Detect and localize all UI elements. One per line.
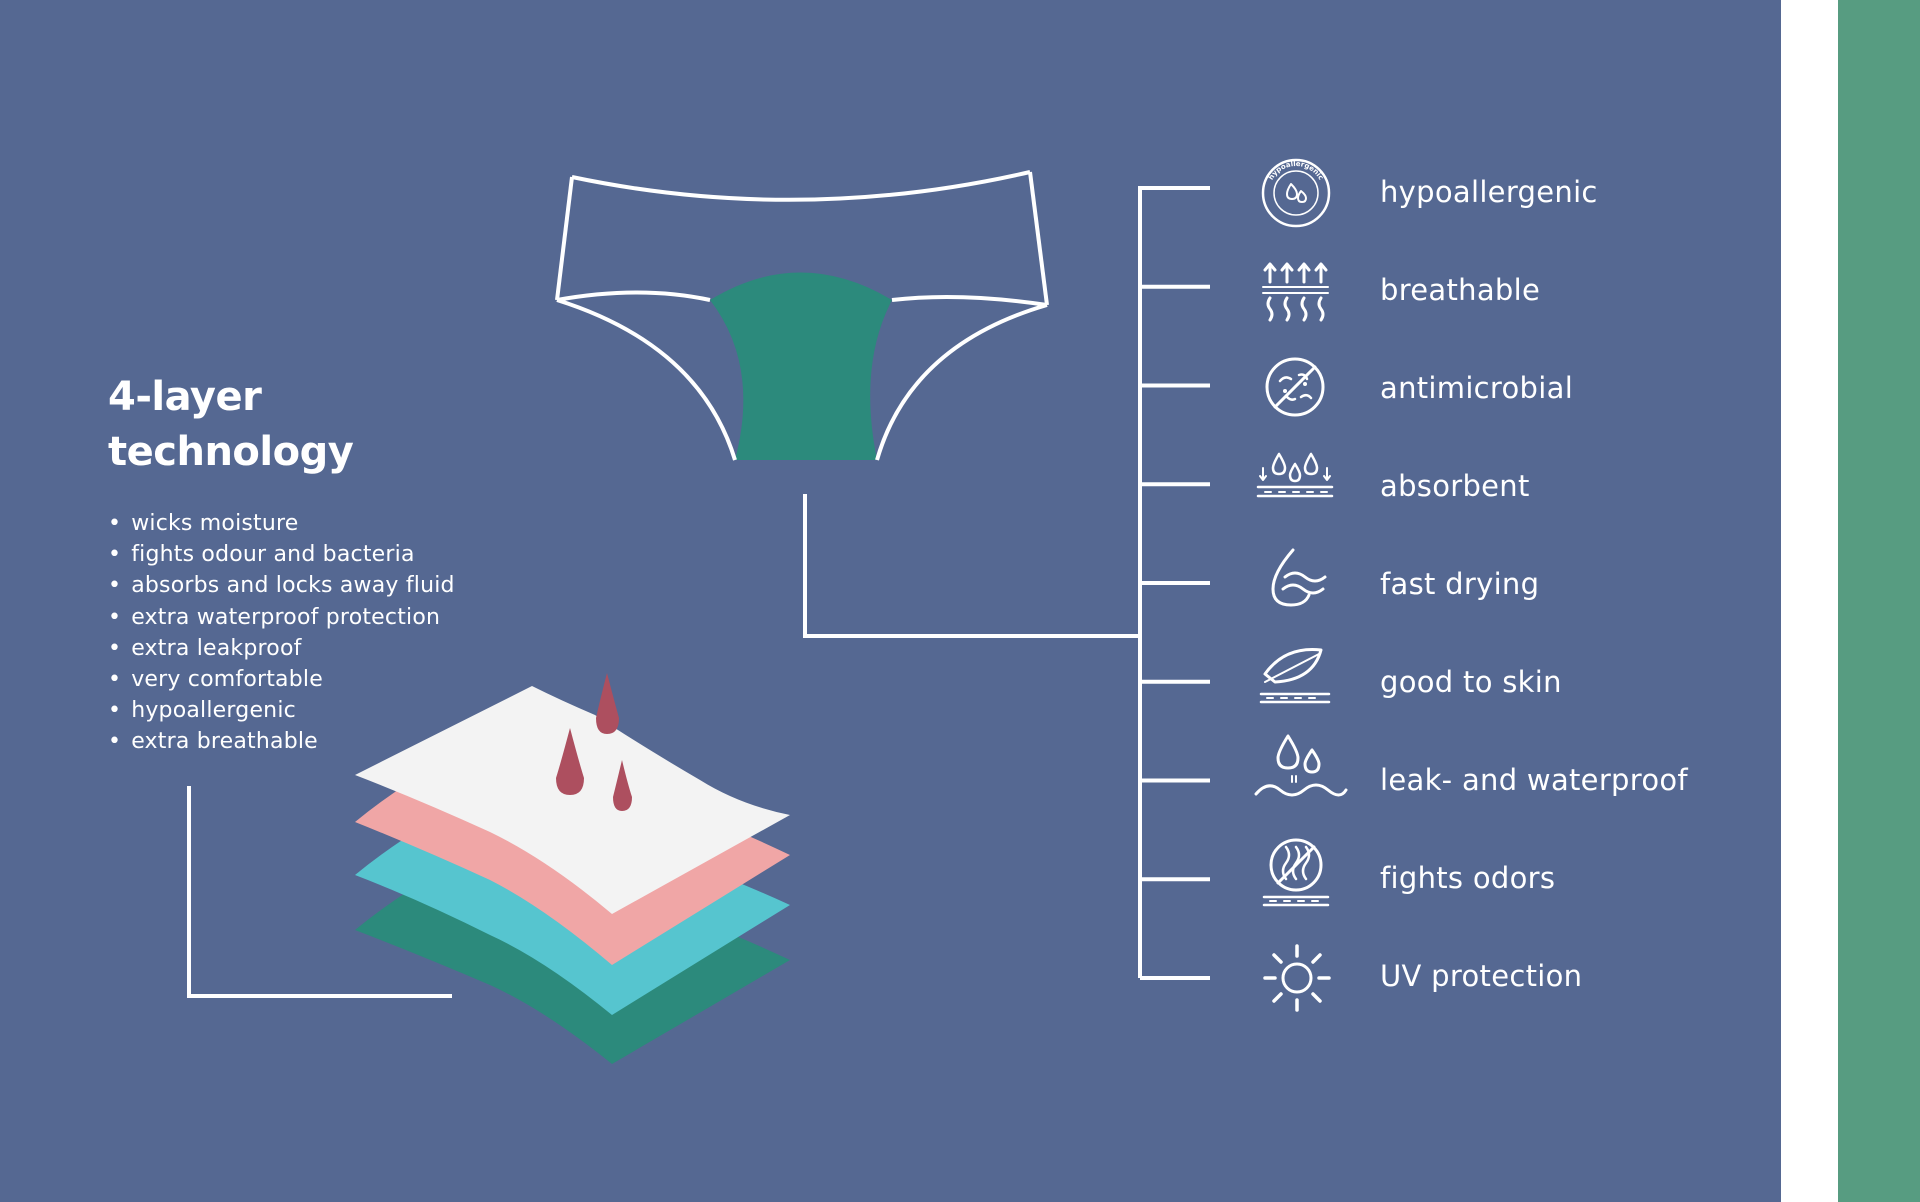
antimicrobial-icon (1265, 357, 1325, 417)
underwear-right-side (1028, 171, 1049, 306)
feature-label-uv-protection: UV protection (1380, 959, 1583, 993)
connector-lines (187, 186, 1210, 998)
fabric-layers-illustration (355, 673, 790, 1064)
feature-ticks (1140, 186, 1210, 980)
feature-label-absorbent: absorbent (1380, 469, 1530, 503)
feature-label-fast-drying: fast drying (1380, 567, 1540, 601)
bullet-item: very comfortable (108, 664, 455, 695)
fast-drying-drop-icon (1271, 548, 1327, 607)
bullet-item: absorbs and locks away fluid (108, 570, 455, 601)
feature-icons: hypoallergenic (1254, 158, 1348, 1012)
feature-label-antimicrobial: antimicrobial (1380, 371, 1574, 405)
fluid-drop-right (613, 760, 632, 811)
layer-white (355, 686, 790, 914)
side-stripe (1838, 0, 1920, 1202)
fluid-drop-left (556, 728, 584, 795)
layers-bracket (187, 786, 452, 998)
sun-icon (1263, 944, 1331, 1012)
feature-label-breathable: breathable (1380, 273, 1541, 307)
diagram-art: hypoallergenic (187, 158, 1348, 1064)
feather-icon (1259, 648, 1331, 704)
underwear-connector (803, 494, 1140, 638)
feature-label-hypoallergenic: hypoallergenic (1380, 175, 1598, 209)
bullet-item: wicks moisture (108, 508, 455, 539)
underwear-illustration (555, 170, 1049, 461)
page-title: 4-layer technology (108, 370, 354, 480)
absorbent-drops-icon (1256, 452, 1334, 498)
title-line-2: technology (108, 429, 354, 475)
gusset-panel (710, 272, 892, 460)
technology-bullet-list: wicks moisture fights odour and bacteria… (108, 508, 455, 758)
bullet-item: extra breathable (108, 726, 455, 757)
feature-label-fights-odors: fights odors (1380, 861, 1556, 895)
waterproof-drops-icon (1254, 734, 1348, 797)
bullet-item: extra waterproof protection (108, 602, 455, 633)
breathable-arrows-icon (1262, 262, 1329, 322)
underwear-right-leg (875, 294, 1048, 461)
underwear-left-leg (556, 290, 737, 461)
underwear-left-side (555, 176, 574, 301)
hypoallergenic-badge-icon: hypoallergenic (1261, 158, 1331, 228)
odor-block-icon (1262, 838, 1330, 907)
feature-label-good-to-skin: good to skin (1380, 665, 1562, 699)
fluid-drop-top (596, 673, 619, 734)
bullet-item: fights odour and bacteria (108, 539, 455, 570)
title-line-1: 4-layer (108, 374, 262, 420)
bullet-item: extra leakproof (108, 633, 455, 664)
underwear-waistband (571, 170, 1031, 202)
feature-label-waterproof: leak- and waterproof (1380, 763, 1688, 797)
bullet-item: hypoallergenic (108, 695, 455, 726)
